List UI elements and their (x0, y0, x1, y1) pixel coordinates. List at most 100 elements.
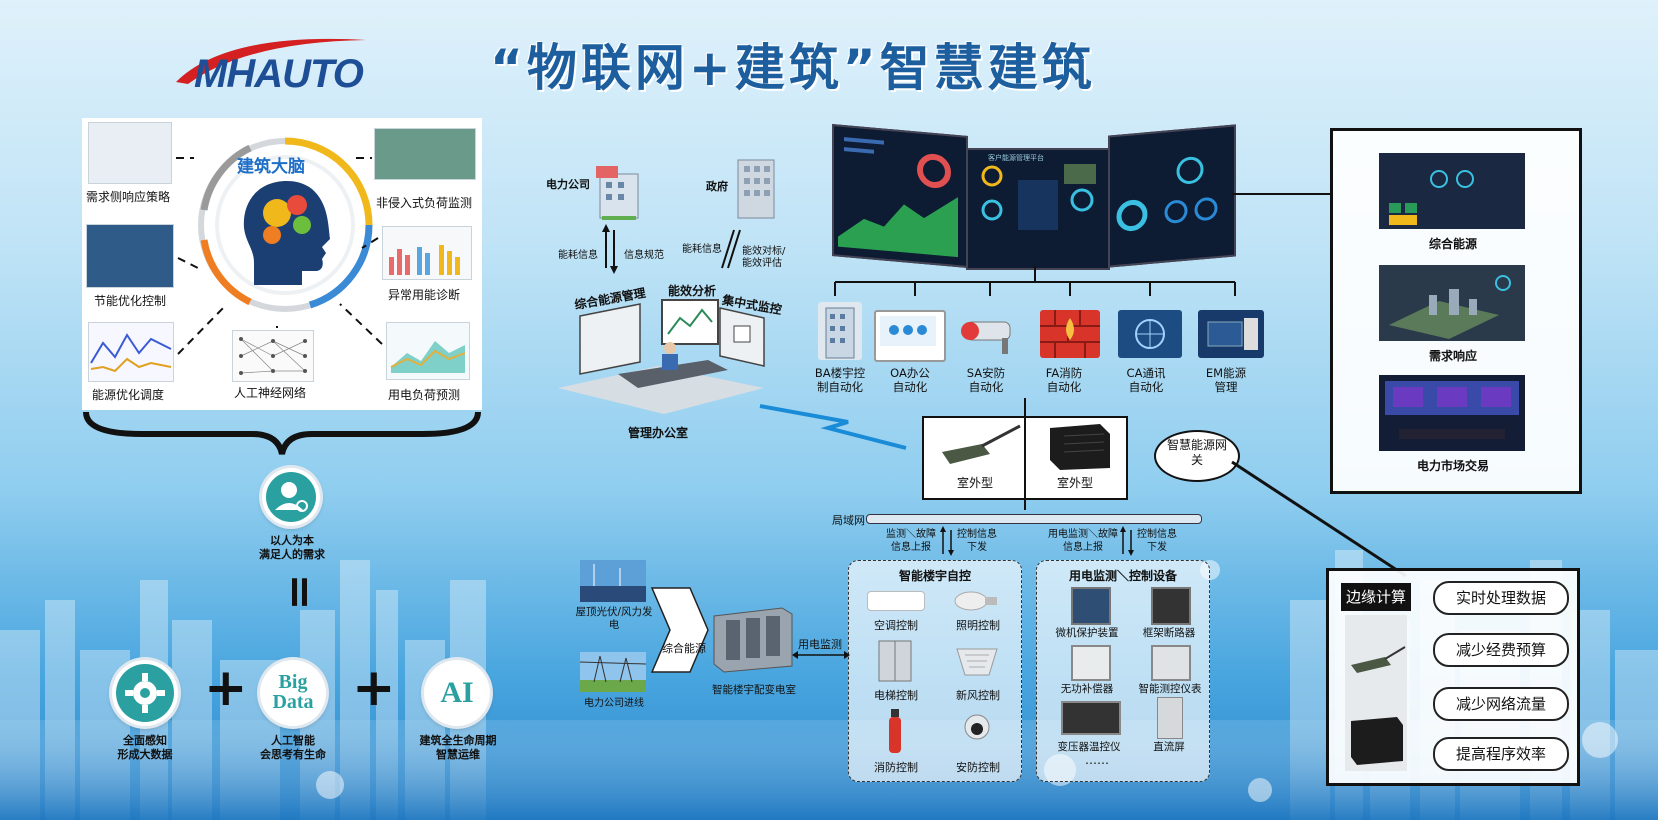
surface-plot-icon (390, 341, 466, 373)
line-chart-icon (90, 333, 172, 373)
uplink-left-2: 控制信息下发 (957, 529, 997, 553)
brain-item-anomaly-diagnosis: 异常用能诊断 (388, 288, 461, 302)
dashboard-screen-center: 客户能源管理平台 (966, 148, 1110, 270)
applications-panel: 综合能源 需求响应 电力市场交易 (1330, 128, 1582, 494)
fa-firewall-icon (1040, 310, 1100, 358)
ai-line1: 人工智能 (271, 734, 315, 747)
substation-label: 智能楼宇配变电室 (712, 684, 796, 696)
system-label-sa: SA安防自动化 (966, 366, 1006, 394)
bidirectional-arrow (792, 651, 850, 659)
grid-thumbnail (579, 652, 647, 692)
equals-sign: = (274, 573, 326, 611)
ctrl-fire: 消防控制 (874, 761, 918, 774)
load-monitoring-thumbnail (374, 128, 476, 180)
ctrl-ac: 空调控制 (874, 619, 918, 632)
people-first-icon (262, 468, 320, 526)
office-name: 管理办公室 (628, 426, 689, 440)
lan-bus (866, 514, 1202, 524)
air-vent-icon (956, 648, 998, 676)
edge-benefit-4: 提高程序效率 (1433, 737, 1569, 771)
power-monitor-label: 用电监测 (798, 638, 842, 651)
gateway-box: 室外型 室外型 (922, 416, 1128, 500)
logo-swoosh-icon (176, 38, 366, 84)
em-energy-icon (1198, 310, 1264, 358)
energy-saving-thumbnail (86, 224, 174, 288)
dev-breaker: 框架断路器 (1142, 627, 1196, 639)
ba-building-icon (818, 302, 862, 360)
office-illustration (558, 299, 765, 414)
oa-computer-icon (874, 310, 946, 362)
ctrl-security: 安防控制 (956, 761, 1000, 774)
integrated-energy-label: 综合能源 (662, 642, 706, 655)
edge-benefit-3: 减少网络流量 (1433, 687, 1569, 721)
ac-icon (867, 591, 925, 611)
government-label: 政府 (706, 180, 728, 193)
lan-label: 局域网 (832, 514, 865, 527)
energy-info-label-2: 能耗信息 (682, 244, 722, 255)
edge-benefit-1: 实时处理数据 (1433, 581, 1569, 615)
relay-protector-icon (1071, 587, 1111, 625)
energy-dispatch-thumbnail (88, 322, 174, 382)
demand-response-thumbnail (88, 122, 172, 184)
dev-more: …… (1085, 753, 1109, 767)
power-tower-icon (579, 655, 647, 692)
dev-relay: 微机保护装置 (1055, 627, 1119, 639)
system-connector-lines (834, 193, 1330, 510)
brain-item-neural-network: 人工神经网络 (234, 386, 307, 400)
brain-item-load-monitoring: 非侵入式负荷监测 (376, 196, 473, 210)
compensator-icon (1071, 645, 1111, 681)
dev-temp: 变压器温控仪 (1057, 741, 1121, 753)
app-integrated-energy: 综合能源 (1428, 237, 1477, 251)
uplink-right-2: 控制信息下发 (1137, 529, 1177, 553)
substation-cabinet-icon (713, 607, 793, 673)
plus-sign-2: + (352, 658, 396, 718)
uplink-arrows-left (940, 526, 954, 556)
brain-item-demand-response: 需求侧响应策略 (86, 190, 171, 204)
security-camera-icon (964, 714, 990, 740)
integrated-energy-screen (1379, 153, 1525, 229)
edge-devices-icon (1351, 646, 1406, 765)
app-market-trading: 电力市场交易 (1416, 459, 1489, 473)
dashboard-title: 客户能源管理平台 (988, 154, 1044, 162)
demand-response-screen (1379, 265, 1525, 341)
sa-camera-icon (958, 308, 1024, 358)
gateway-type-a: 室外型 (956, 476, 993, 490)
cabinet-gateway-device-icon (1050, 424, 1110, 470)
up-down-arrows-right (721, 229, 741, 269)
page-title: “物联网+建筑”智慧建筑 (490, 39, 1096, 97)
building-control-box: 智能楼宇自控 空调控制 照明控制 电梯控制 新风控制 消防控制 安防控制 (848, 560, 1022, 782)
edge-devices-column (1345, 615, 1407, 771)
brain-item-load-forecast: 用电负荷预测 (388, 388, 461, 402)
efficiency-analysis-label: 能效分析 (668, 284, 717, 298)
dashboard-rings-icon (1116, 156, 1218, 232)
gateway-type-b: 室外型 (1056, 476, 1093, 490)
uplink-right-1: 用电监测＼故障信息上报 (1048, 529, 1118, 553)
light-bulb-icon (954, 591, 997, 611)
up-down-arrows-left (602, 224, 618, 274)
ctrl-elevator: 电梯控制 (874, 689, 918, 702)
uplink-left-1: 监测＼故障信息上报 (886, 529, 936, 553)
gateway-to-edge-connector (1231, 460, 1407, 578)
brain-item-energy-saving: 节能优化控制 (94, 294, 167, 308)
sensing-line1: 全面感知 (123, 734, 167, 747)
fire-extinguisher-icon (889, 709, 901, 753)
neural-network-thumbnail (232, 330, 314, 382)
brain-head-icon (243, 181, 330, 285)
ai-line2: 会思考有生命 (260, 748, 326, 761)
dashboard-screen-left (832, 124, 968, 268)
people-first-line2: 满足人的需求 (259, 548, 325, 561)
elevator-icon (878, 640, 912, 682)
energy-info-label-1: 能耗信息 (558, 250, 598, 261)
edge-title: 边缘计算 (1341, 583, 1411, 611)
merge-arrow-icon (650, 587, 709, 673)
uplink-arrows-right (1120, 526, 1134, 556)
edge-benefit-2: 减少经费预算 (1433, 633, 1569, 667)
temp-controller-icon (1061, 701, 1121, 735)
brain-item-energy-dispatch: 能源优化调度 (92, 388, 165, 402)
dev-dc: 直流屏 (1153, 741, 1185, 753)
energy-dashboard-icon (1389, 170, 1474, 225)
brain-connectors (176, 157, 383, 355)
wireless-lightning-icon (759, 404, 907, 450)
dc-panel-icon (1157, 697, 1183, 739)
outdoor-gateway-device-icon (942, 424, 1021, 464)
